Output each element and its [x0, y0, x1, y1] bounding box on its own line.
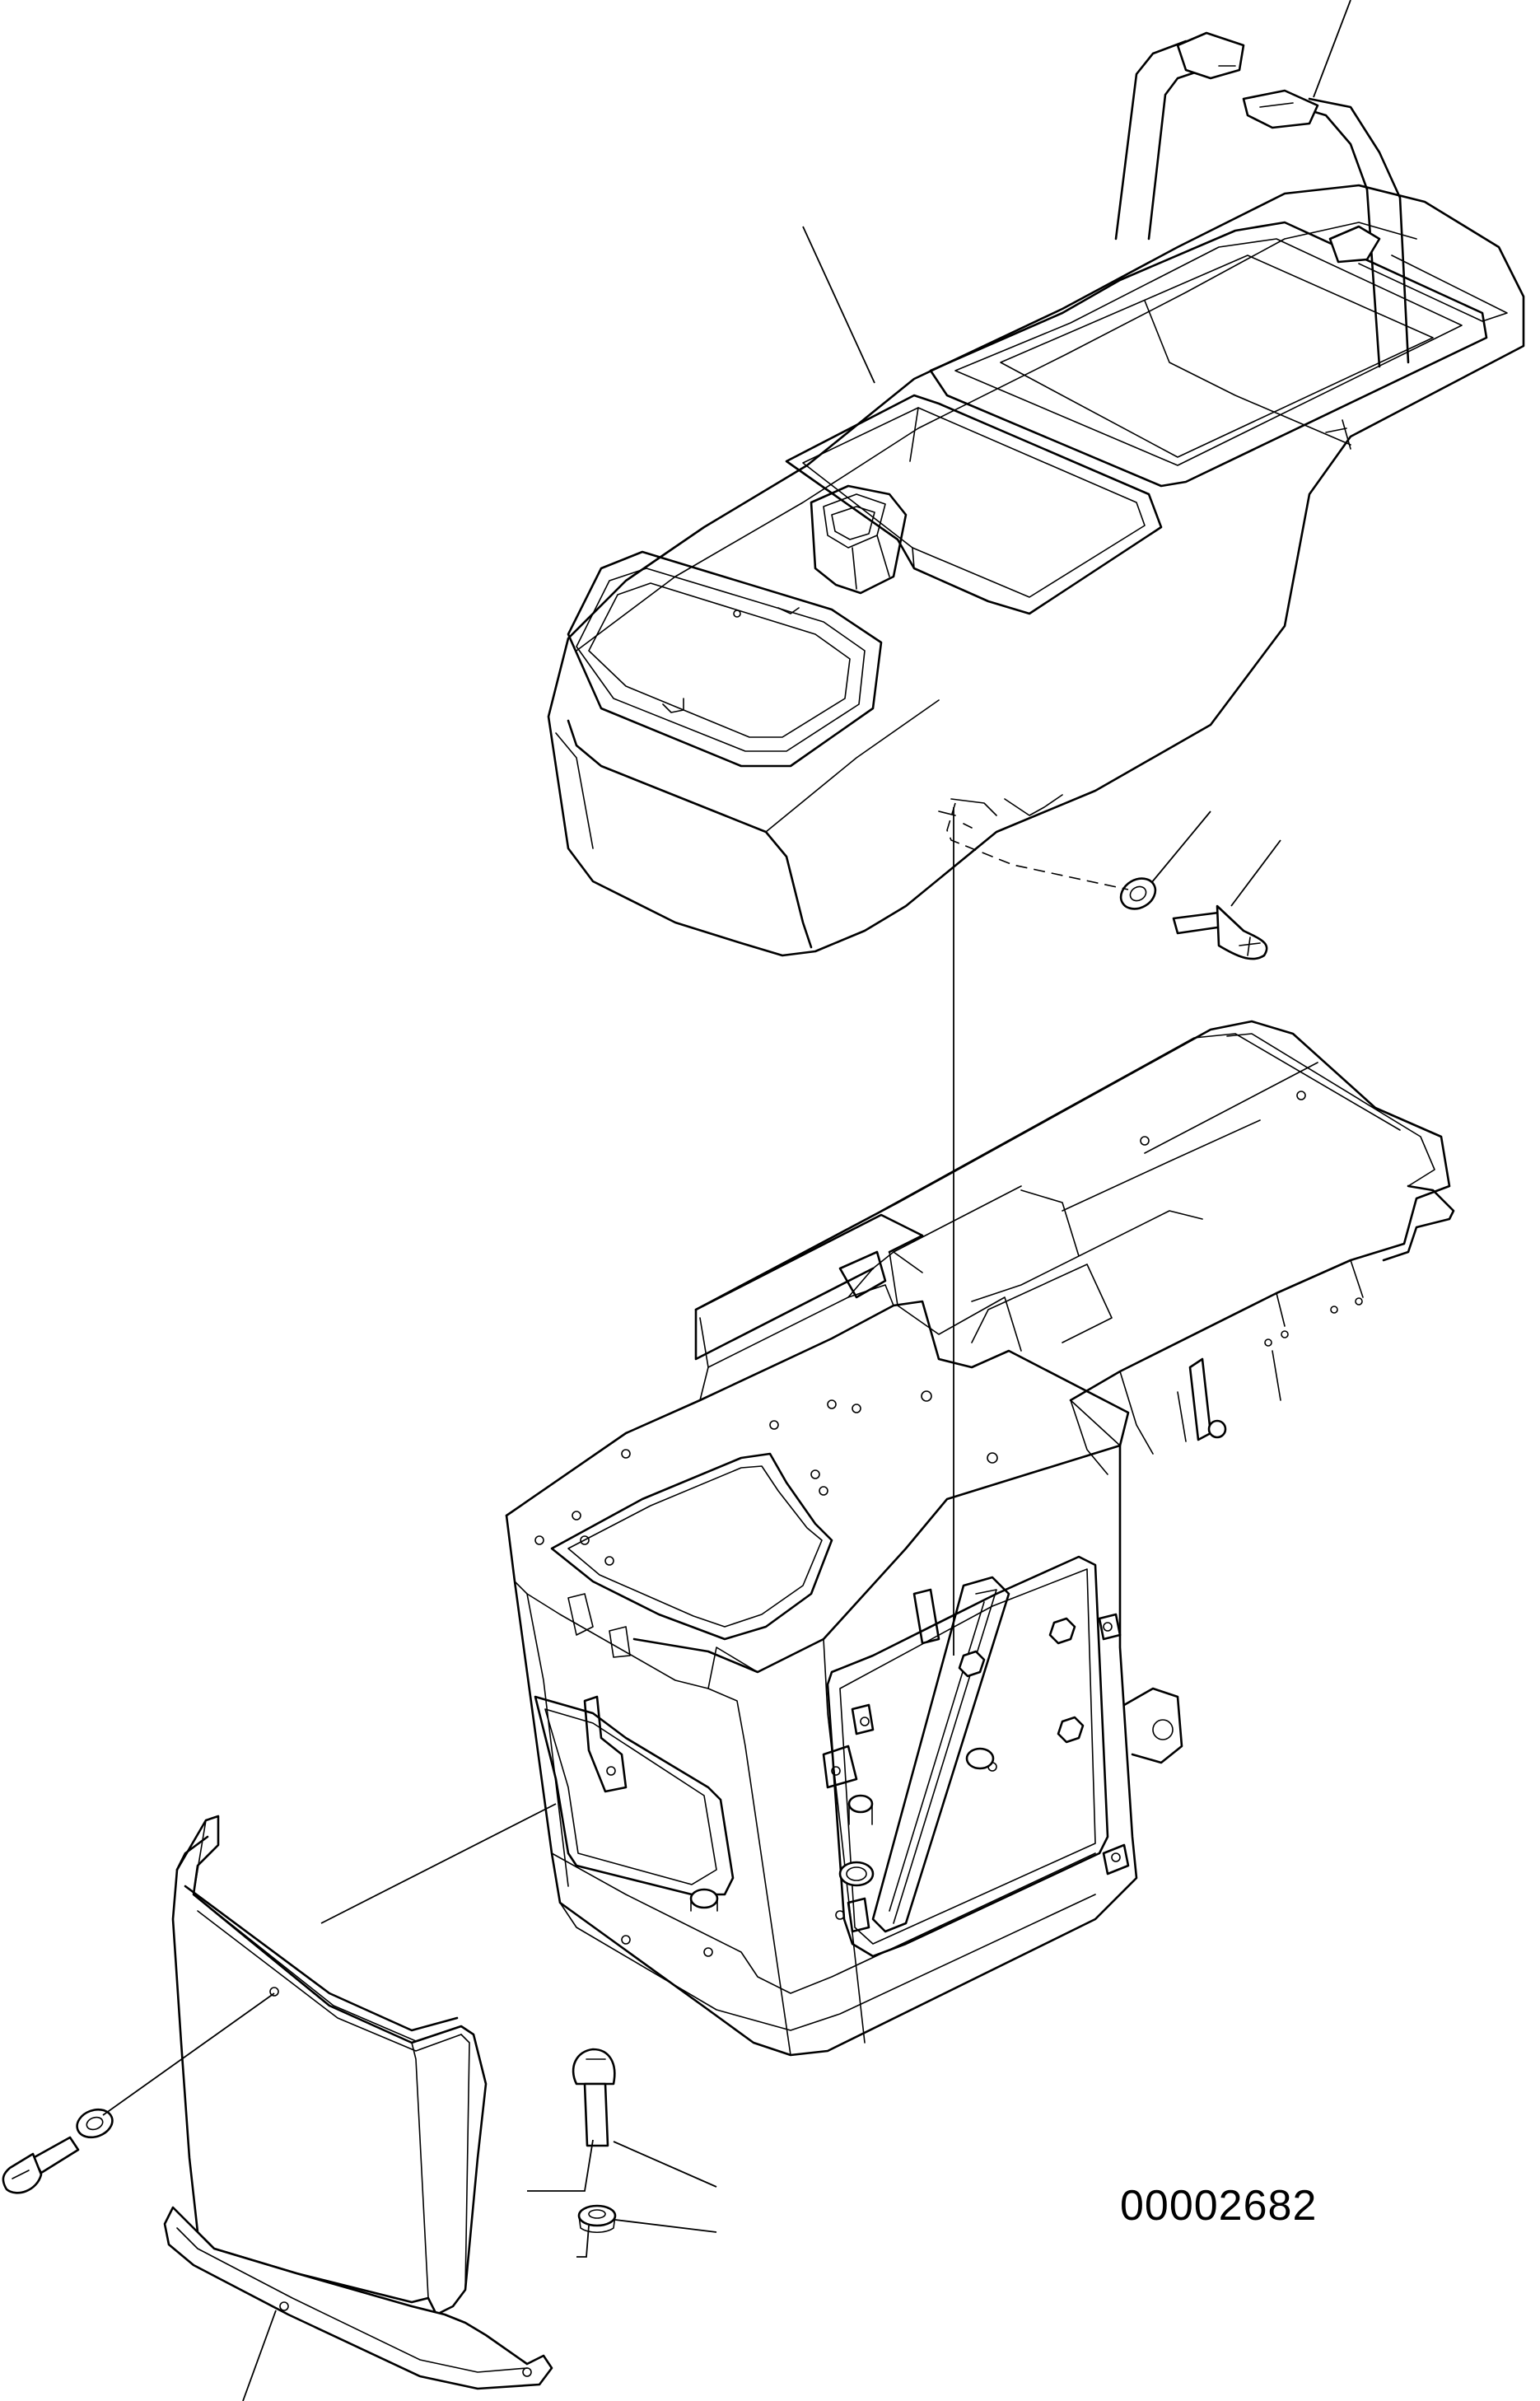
front-cover-panel — [165, 1816, 552, 2389]
washer-lower-left — [73, 2104, 116, 2142]
washer-lower-middle — [579, 2206, 615, 2232]
document-number: 00002682 — [1120, 2182, 1318, 2230]
console-frame — [506, 1021, 1454, 2055]
bolt-lower-middle — [573, 2049, 614, 2146]
leader-lines — [103, 0, 1351, 2401]
bolt-upper — [1174, 906, 1267, 959]
console-top-cover — [548, 33, 1524, 955]
washer-upper — [1115, 872, 1160, 914]
bolt-lower-left — [3, 2137, 78, 2193]
